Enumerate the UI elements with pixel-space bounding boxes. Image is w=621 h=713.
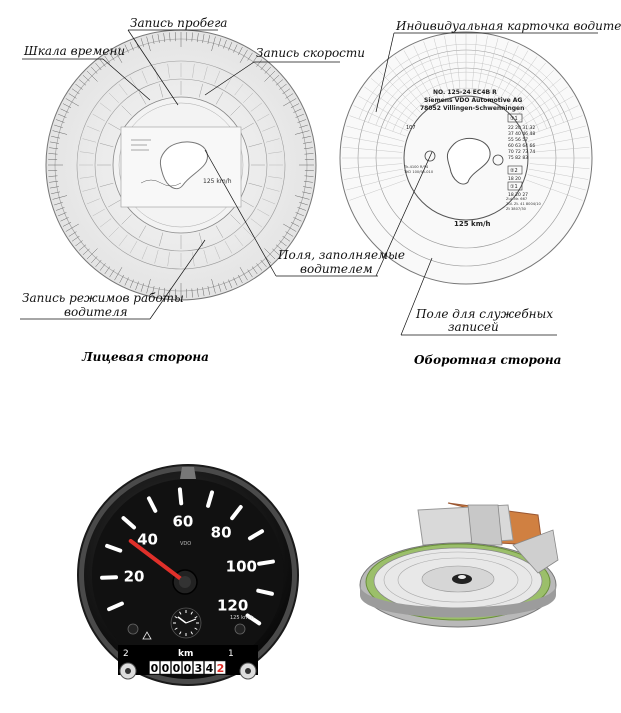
back-disc-speed: 125 km/h	[454, 220, 491, 228]
label-time-scale: Шкала времени	[24, 44, 126, 58]
km-label: km	[178, 649, 193, 659]
speed-tick	[256, 588, 274, 596]
back-disc-num-4: 70 72 73 74	[508, 149, 535, 155]
speed-tick-label: 40	[137, 530, 158, 548]
label-work-modes-2: водителя	[64, 305, 128, 319]
speed-needle	[128, 539, 187, 584]
caption-back-side: Оборотная сторона	[414, 353, 562, 367]
label-mileage-record: Запись пробега	[130, 16, 228, 30]
back-disc-num-5: 75 82 83	[508, 155, 528, 161]
label-speed-record: Запись скорости	[256, 46, 366, 60]
odometer-digit: 4	[206, 662, 214, 675]
speed-tick	[247, 529, 265, 541]
odometer-digit: 3	[195, 662, 203, 675]
odometer-digit: 0	[184, 662, 192, 675]
back-disc-num-3: 60 63 64 66	[508, 143, 535, 149]
back-disc: NO. 125-24 EC4B R Siemens VDO Automotive…	[339, 31, 593, 285]
label-driver-fields-1: Поля, заполняемые	[278, 248, 405, 262]
speed-tick-label: 120	[217, 596, 248, 614]
label-service-field-1: Поле для служебных	[416, 307, 554, 321]
back-disc-box-0: ①1	[510, 116, 518, 122]
speed-tick	[257, 559, 275, 566]
vdo-brand: VDO	[180, 541, 191, 547]
back-disc-num-7: 18 20 27	[508, 192, 528, 198]
speed-tick	[177, 487, 184, 506]
annotation-leaders	[20, 29, 598, 336]
speed-tick	[245, 613, 262, 626]
mode-right-value: 1	[228, 649, 234, 659]
back-disc-approval-right-1: Zul. Zt. 41 8004/10	[506, 202, 542, 206]
back-disc-approval-right-2: Zt 3807/30	[506, 207, 527, 211]
speed-tick-label: 80	[211, 523, 232, 541]
back-disc-mark: 107	[406, 125, 416, 131]
back-disc-line1: NO. 125-24 EC4B R	[433, 89, 497, 96]
back-disc-num-6: 18 20	[508, 176, 521, 182]
caption-front-side: Лицевая сторона	[82, 350, 209, 364]
back-disc-num-0: 22 20 31 32	[508, 125, 535, 131]
speed-tick	[146, 496, 158, 513]
back-disc-num-2: 55 56 57	[508, 137, 528, 143]
back-disc-box-2: ①1	[510, 184, 518, 190]
label-driver-fields-2: водителем	[300, 262, 373, 276]
odometer-digit: 0	[151, 662, 159, 675]
speed-tick	[107, 601, 124, 612]
speed-tick	[206, 490, 214, 508]
back-disc-line2: Siemens VDO Automotive AG	[424, 97, 522, 104]
speed-tick-label: 20	[124, 568, 145, 586]
speed-tick	[121, 516, 136, 530]
label-service-field-2: записей	[448, 320, 499, 334]
back-disc-approval-left-1: TKO 100/95-010	[403, 170, 434, 174]
speedo-unit-label: 125 km/h	[230, 615, 254, 621]
back-disc-line3: 78052 Villingen-Schwenningen	[420, 105, 524, 112]
speed-tick	[105, 543, 123, 553]
back-disc-approval-left-0: Tk-4100 R/94	[403, 165, 429, 169]
odometer-digit: 0	[162, 662, 170, 675]
label-driver-card: Индивидуальная карточка водителя	[396, 19, 621, 33]
speed-tick-label: 100	[226, 558, 257, 576]
odometer-digit: 0	[173, 662, 181, 675]
back-disc-num-1: 37 40 46 48	[508, 131, 535, 137]
mode-left-value: 2	[123, 649, 129, 659]
speed-tick-label: 60	[172, 512, 193, 530]
back-disc-box-1: ②2	[510, 168, 518, 174]
back-disc-approval-right-0: Zul.-Nr. 667	[506, 197, 527, 201]
label-work-modes-1: Запись режимов работы	[22, 291, 184, 305]
front-disc-speed: 125 km/h	[203, 178, 232, 185]
odometer-digit: 2	[217, 662, 225, 675]
speed-tick	[230, 505, 243, 521]
front-disc: 125 km/h	[45, 29, 317, 301]
